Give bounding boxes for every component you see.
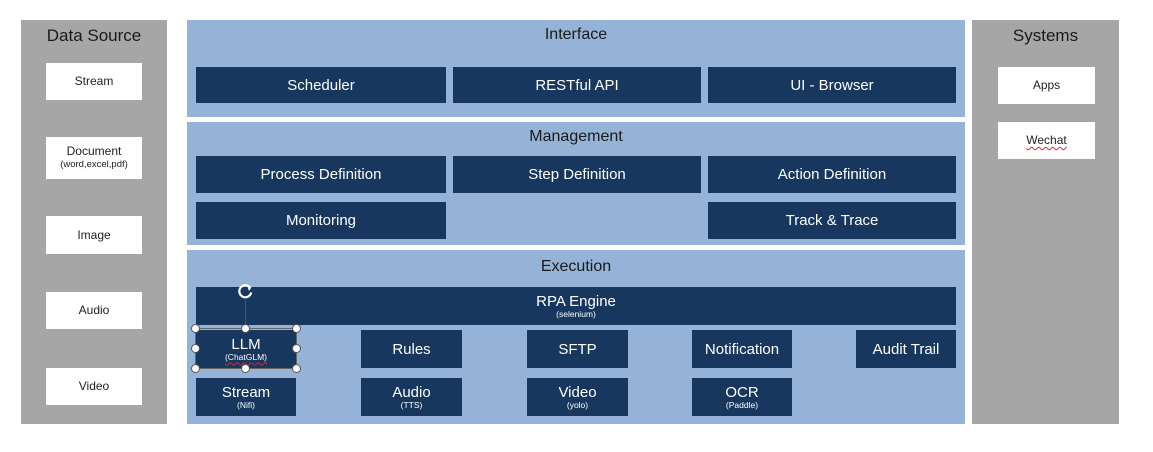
restful-api-label: RESTful API <box>535 76 619 94</box>
data-source-image[interactable]: Image <box>46 216 142 254</box>
rules-label: Rules <box>392 340 431 358</box>
resize-handle-bottom-left[interactable] <box>191 364 200 373</box>
track-trace-label: Track & Trace <box>785 212 879 229</box>
data-source-stream-label: Stream <box>74 74 114 88</box>
data-source-image-label: Image <box>77 227 111 242</box>
sftp-box[interactable]: SFTP <box>527 330 628 368</box>
resize-handle-top-right[interactable] <box>292 324 301 333</box>
step-definition-box[interactable]: Step Definition <box>453 156 701 193</box>
video-yolo-box[interactable]: Video (yolo) <box>527 378 628 416</box>
data-source-title: Data Source <box>46 26 142 45</box>
ui-browser-box[interactable]: UI - Browser <box>708 67 956 103</box>
resize-handle-bottom-right[interactable] <box>292 364 301 373</box>
execution-title: Execution <box>540 258 612 275</box>
rules-box[interactable]: Rules <box>361 330 462 368</box>
resize-handle-middle-left[interactable] <box>191 344 200 353</box>
resize-handle-bottom-center[interactable] <box>241 364 250 373</box>
llm-sub: (ChatGLM) <box>224 351 268 362</box>
data-source-audio-label: Audio <box>78 303 110 317</box>
video-yolo-label: Video <box>558 383 597 401</box>
audit-trail-label: Audit Trail <box>872 340 940 358</box>
notification-box[interactable]: Notification <box>692 330 792 368</box>
data-source-document-sub: (word,excel,pdf) <box>60 159 128 170</box>
rpa-engine-sub: (selenium) <box>556 308 596 319</box>
systems-apps[interactable]: Apps <box>998 67 1095 104</box>
stream-nifi-sub: (Nifi) <box>237 399 255 410</box>
systems-wechat-label: Wechat <box>1026 133 1067 147</box>
data-source-document-label: Document <box>66 144 122 158</box>
data-source-document[interactable]: Document (word,excel,pdf) <box>46 137 142 179</box>
monitoring-box[interactable]: Monitoring <box>196 202 446 239</box>
interface-title: Interface <box>544 26 608 43</box>
rpa-engine-label: RPA Engine <box>536 292 616 310</box>
audio-tts-box[interactable]: Audio (TTS) <box>361 378 462 416</box>
audit-trail-box[interactable]: Audit Trail <box>856 330 956 368</box>
restful-api-box[interactable]: RESTful API <box>453 67 701 103</box>
stream-nifi-box[interactable]: Stream (Nifi) <box>196 378 296 416</box>
data-source-audio[interactable]: Audio <box>46 292 142 329</box>
rotate-handle-icon[interactable] <box>236 282 255 301</box>
audio-tts-label: Audio <box>392 383 431 401</box>
process-definition-box[interactable]: Process Definition <box>196 156 446 193</box>
resize-handle-top-center[interactable] <box>241 324 250 333</box>
scheduler-label: Scheduler <box>287 76 355 94</box>
management-title: Management <box>529 128 623 145</box>
video-yolo-sub: (yolo) <box>566 399 589 410</box>
monitoring-label: Monitoring <box>285 212 357 229</box>
action-definition-label: Action Definition <box>777 166 887 183</box>
rotate-handle-stem <box>245 300 246 328</box>
ocr-paddle-box[interactable]: OCR (Paddle) <box>692 378 792 416</box>
resize-handle-top-left[interactable] <box>191 324 200 333</box>
llm-box[interactable]: LLM (ChatGLM) <box>196 330 296 368</box>
ocr-paddle-sub: (Paddle) <box>725 399 759 410</box>
ui-browser-label: UI - Browser <box>790 76 874 94</box>
audio-tts-sub: (TTS) <box>400 399 423 410</box>
notification-label: Notification <box>704 340 780 358</box>
systems-apps-label: Apps <box>1032 78 1061 92</box>
llm-selection-frame <box>195 328 297 369</box>
data-source-video-label: Video <box>78 379 110 393</box>
sftp-label: SFTP <box>558 340 597 358</box>
llm-label: LLM <box>231 335 261 353</box>
ocr-paddle-label: OCR <box>725 383 759 401</box>
resize-handle-middle-right[interactable] <box>292 344 301 353</box>
data-source-stream[interactable]: Stream <box>46 63 142 100</box>
action-definition-box[interactable]: Action Definition <box>708 156 956 193</box>
systems-wechat[interactable]: Wechat <box>998 122 1095 159</box>
stream-nifi-label: Stream <box>221 383 271 401</box>
scheduler-box[interactable]: Scheduler <box>196 67 446 103</box>
data-source-video[interactable]: Video <box>46 368 142 405</box>
systems-title: Systems <box>1012 26 1079 45</box>
step-definition-label: Step Definition <box>528 166 626 183</box>
process-definition-label: Process Definition <box>260 166 382 183</box>
track-trace-box[interactable]: Track & Trace <box>708 202 956 239</box>
rpa-engine-box[interactable]: RPA Engine (selenium) <box>196 287 956 325</box>
